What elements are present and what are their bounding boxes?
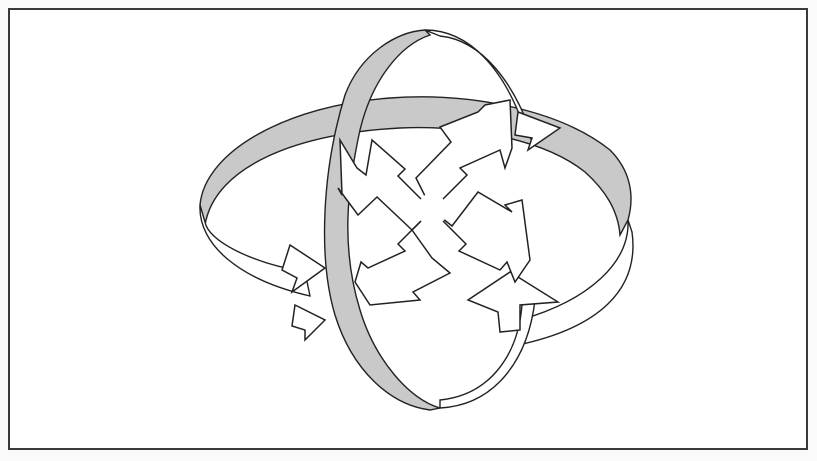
horizontal-ring-front-right bbox=[518, 220, 633, 345]
arrowhead-bottom-left-icon bbox=[292, 305, 325, 340]
